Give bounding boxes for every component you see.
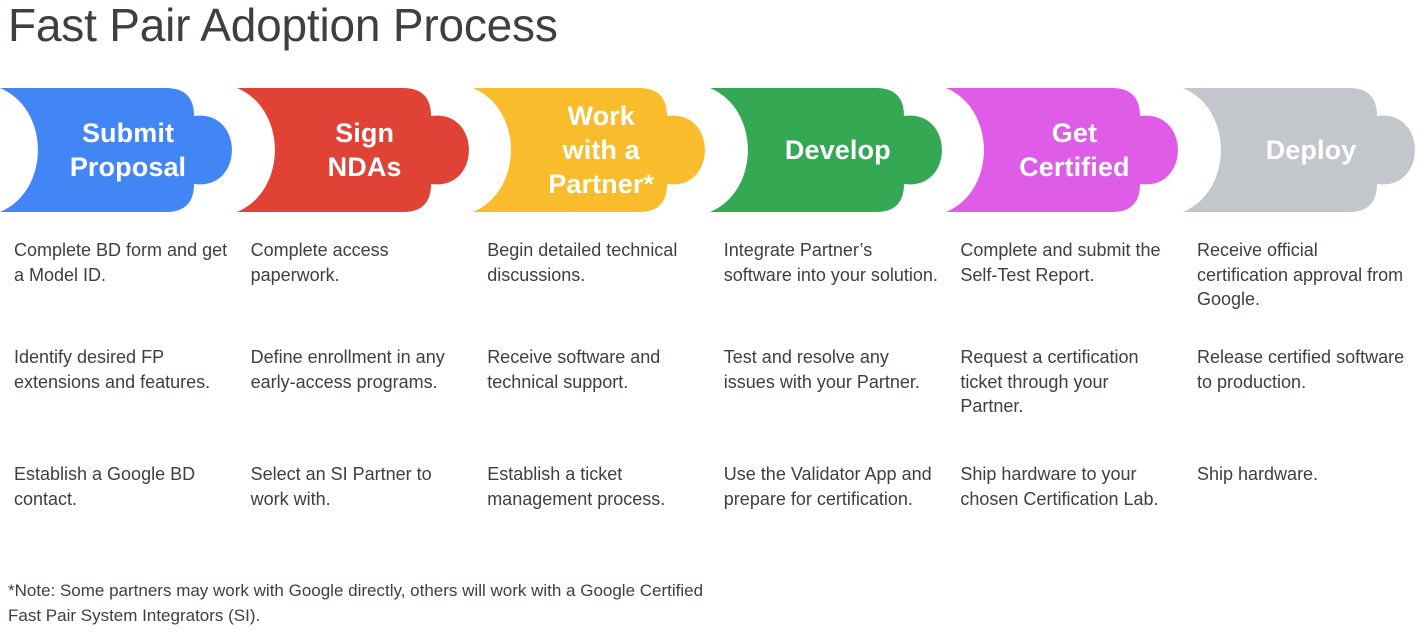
stage-banner-work-with-a-partner[interactable]: Work with a Partner* (473, 88, 706, 212)
stage-columns: Complete BD form and get a Model ID. Iden… (0, 238, 1423, 568)
stage-task: Select an SI Partner to work with. (250, 464, 432, 509)
stage-banner-shape (709, 88, 942, 212)
stage-task: Integrate Partner’s software into your s… (723, 240, 938, 285)
stage-banner-label: Sign NDAs (327, 118, 402, 182)
stage-task: Complete access paperwork. (250, 240, 389, 285)
stage-banner-shape (473, 88, 706, 212)
stage-banner-label: Submit Proposal (69, 118, 187, 182)
stage-banner-label: Get Certified (1019, 118, 1130, 182)
stage-banner-shape (236, 88, 469, 212)
stage-task: Test and resolve any issues with your Pa… (723, 347, 920, 392)
stage-banner-get-certified[interactable]: Get Certified (946, 88, 1179, 212)
stage-task: Begin detailed technical discussions. (487, 240, 678, 285)
page-title: Fast Pair Adoption Process (8, 0, 558, 51)
stage-banner-sign-ndas[interactable]: Sign NDAs (236, 88, 469, 212)
stage-banner-label: Deploy (1265, 135, 1357, 165)
stage-task: Ship hardware to your chosen Certificati… (960, 464, 1159, 509)
stage-task: Use the Validator App and prepare for ce… (723, 464, 932, 509)
stage-banner-shape (946, 88, 1179, 212)
stage-task: Complete BD form and get a Model ID. (14, 240, 228, 285)
stage-banner-shape (0, 88, 232, 212)
stage-banner-row: Submit Proposal Sign NDAs Work with a Part… (0, 88, 1423, 212)
stage-banner-develop[interactable]: Develop (709, 88, 942, 212)
stage-banner-label: Work with a Partner* (548, 101, 655, 199)
stage-task: Ship hardware. (1197, 464, 1319, 484)
footnote: *Note: Some partners may work with Googl… (8, 581, 704, 625)
stage-task: Establish a ticket management process. (487, 464, 666, 509)
stage-task: Define enrollment in any early-access pr… (250, 347, 445, 392)
stage-banner-label: Develop (784, 135, 891, 165)
stage-banner-submit-proposal[interactable]: Submit Proposal (0, 88, 232, 212)
stage-task: Release certified software to production… (1197, 347, 1405, 392)
stage-task: Establish a Google BD contact. (14, 464, 196, 509)
stage-task: Complete and submit the Self-Test Report… (960, 240, 1161, 285)
stage-banner-shape (1183, 88, 1415, 212)
stage-task: Request a certification ticket through y… (960, 347, 1139, 416)
stage-task: Receive software and technical support. (487, 347, 661, 392)
stage-banner-deploy[interactable]: Deploy (1183, 88, 1415, 212)
stage-task: Receive official certification approval … (1197, 240, 1404, 309)
stage-task: Identify desired FP extensions and featu… (14, 347, 211, 392)
